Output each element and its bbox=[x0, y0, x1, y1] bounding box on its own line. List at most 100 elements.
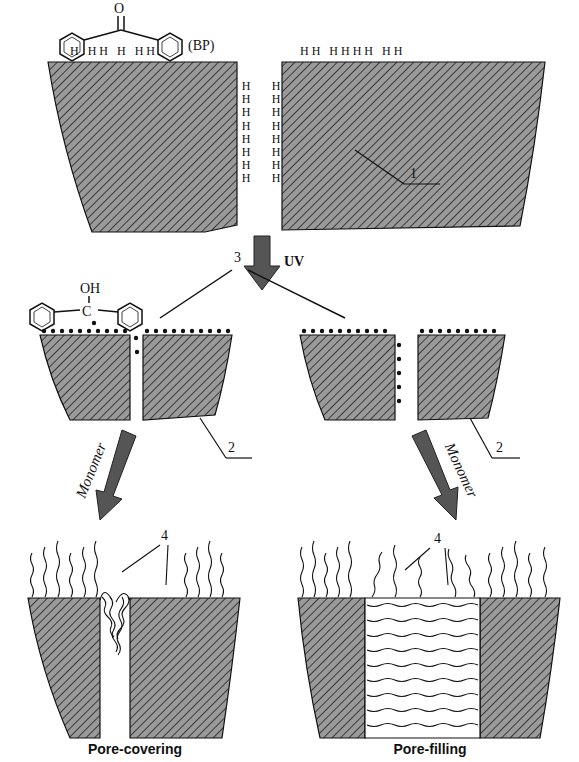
polymer-chain bbox=[301, 547, 304, 597]
radical-dot bbox=[60, 329, 64, 333]
radical-dot bbox=[311, 329, 315, 333]
radical-dot bbox=[135, 350, 139, 354]
callout-number: 3 bbox=[234, 250, 241, 265]
polymer-chain bbox=[110, 597, 118, 652]
callout-number: 2 bbox=[496, 440, 503, 455]
polymer-chain bbox=[83, 547, 86, 597]
radical-dot bbox=[181, 329, 185, 333]
polymer-chain bbox=[117, 597, 123, 655]
radical-dot bbox=[78, 329, 82, 333]
hydrogen-row: HH HHHH HH bbox=[300, 45, 405, 58]
polymer-chain bbox=[367, 649, 478, 652]
polymer-chain bbox=[197, 547, 200, 597]
radical-dot bbox=[190, 329, 194, 333]
radical-dot bbox=[397, 343, 401, 347]
radical-dot bbox=[114, 329, 118, 333]
radical-dot bbox=[397, 385, 401, 389]
polymer-chain bbox=[394, 545, 397, 597]
radical-dot bbox=[329, 329, 333, 333]
radical-dot bbox=[96, 329, 100, 333]
polymer-chain bbox=[372, 552, 382, 597]
molecule-label: (BP) bbox=[188, 38, 214, 53]
callout-number: 2 bbox=[228, 440, 235, 455]
radical-dot bbox=[365, 329, 369, 333]
radical-dot bbox=[172, 329, 176, 333]
polymer-chain bbox=[337, 547, 340, 597]
radical-dot bbox=[51, 329, 55, 333]
radical-dot bbox=[42, 329, 46, 333]
radical-dot bbox=[483, 329, 487, 333]
polymer-chain bbox=[70, 553, 73, 597]
polymer-chain bbox=[367, 709, 478, 712]
membrane-top bbox=[48, 62, 545, 232]
radical-dot bbox=[429, 329, 433, 333]
callout-number: 1 bbox=[410, 166, 417, 181]
radical-dot bbox=[154, 329, 158, 333]
radical-dot bbox=[397, 357, 401, 361]
radical-dot bbox=[199, 329, 203, 333]
radical-dot bbox=[69, 329, 73, 333]
uv-label: UV bbox=[284, 254, 304, 269]
polymer-chain bbox=[95, 541, 98, 597]
polymer-chain bbox=[367, 634, 478, 637]
atom-label: OH bbox=[80, 281, 100, 296]
polymer-chain bbox=[185, 553, 188, 597]
polymer-chain bbox=[349, 541, 352, 597]
caption: Pore-covering bbox=[88, 742, 182, 757]
polymer-chain bbox=[325, 553, 328, 597]
radical-dot bbox=[474, 329, 478, 333]
polymer-chain bbox=[209, 541, 212, 597]
radical-dot bbox=[438, 329, 442, 333]
radical-dot bbox=[208, 329, 212, 333]
polymer-chain bbox=[448, 549, 456, 597]
callout-number: 4 bbox=[161, 528, 168, 543]
radical bbox=[30, 270, 345, 331]
radical-dot bbox=[87, 329, 91, 333]
radical-dot bbox=[105, 329, 109, 333]
radical-dot bbox=[338, 329, 342, 333]
radical-dot bbox=[447, 329, 451, 333]
polymer-chain bbox=[515, 541, 518, 597]
polymer-chain bbox=[367, 694, 478, 697]
radical-dot bbox=[465, 329, 469, 333]
radical-dot bbox=[383, 329, 387, 333]
polymer-chain bbox=[367, 724, 478, 727]
radical-dot bbox=[163, 329, 167, 333]
radical-dot bbox=[397, 399, 401, 403]
radical-dot bbox=[347, 329, 351, 333]
radical-dot bbox=[374, 329, 378, 333]
radical-dot bbox=[302, 329, 306, 333]
atom-label: O bbox=[114, 1, 124, 16]
radical-dot bbox=[217, 329, 221, 333]
polymer-chain bbox=[367, 679, 478, 682]
polymer-chain bbox=[367, 604, 478, 607]
caption: Pore-filling bbox=[393, 742, 466, 757]
polymer-chain bbox=[465, 555, 474, 597]
callout-number: 4 bbox=[434, 531, 441, 546]
polymer-chain bbox=[367, 664, 478, 667]
polymer-chain bbox=[419, 557, 422, 597]
atom-label: C bbox=[82, 304, 91, 319]
radical-dot bbox=[123, 329, 127, 333]
radical-dot bbox=[92, 321, 96, 325]
polymer-chain bbox=[529, 553, 532, 597]
radical-dot bbox=[456, 329, 460, 333]
radical-dot bbox=[145, 329, 149, 333]
radical-dot bbox=[356, 329, 360, 333]
radical-dot bbox=[320, 329, 324, 333]
polymer-chain bbox=[544, 547, 547, 597]
polymer-chain bbox=[367, 619, 478, 622]
membrane-mid bbox=[40, 335, 520, 458]
membrane-bottom bbox=[28, 598, 560, 738]
polymer-chain bbox=[44, 547, 47, 597]
polymer-chain bbox=[502, 547, 505, 597]
polymer-chain bbox=[489, 553, 492, 597]
monomer-arrows bbox=[96, 430, 458, 520]
hydrogen-row: H HH H HH bbox=[70, 45, 158, 58]
polymer-chain bbox=[221, 553, 224, 597]
radical-dots bbox=[42, 321, 496, 403]
radical-dot bbox=[134, 336, 138, 340]
radical-dot bbox=[492, 329, 496, 333]
